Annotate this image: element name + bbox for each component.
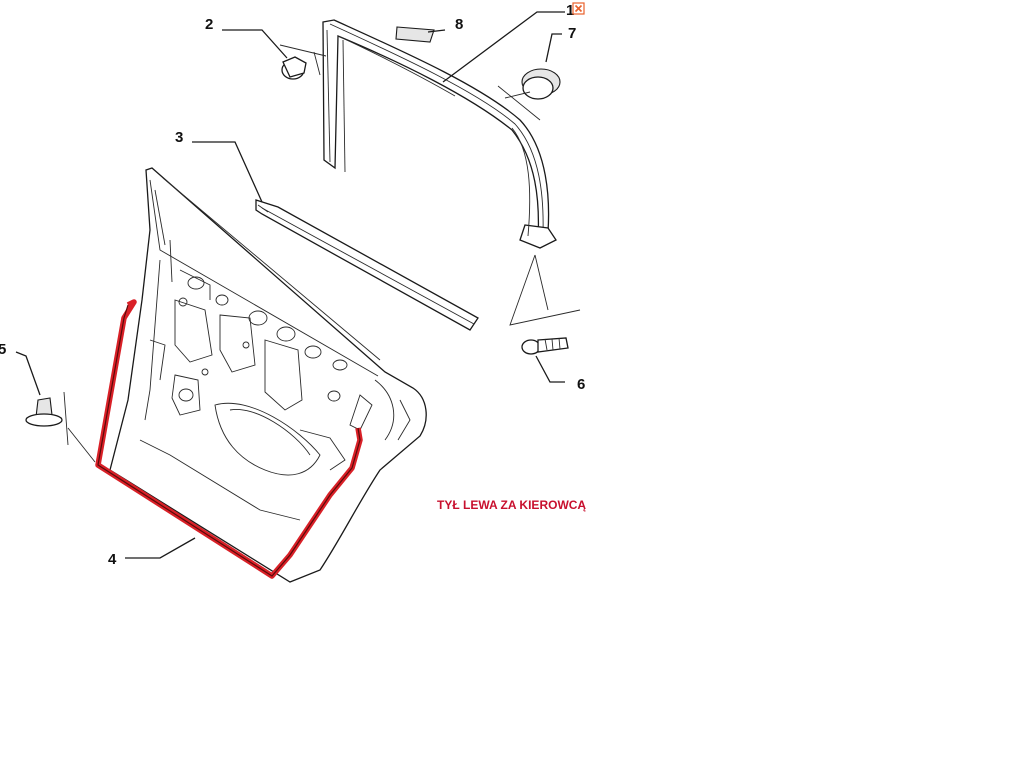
callout-7: 7 <box>568 25 576 42</box>
close-icon[interactable] <box>572 2 585 15</box>
callout-8: 8 <box>455 16 463 33</box>
callout-6: 6 <box>577 376 585 393</box>
callout-2: 2 <box>205 16 213 33</box>
diagram-caption: TYŁ LEWA ZA KIEROWCĄ <box>437 498 586 512</box>
part-2-clip <box>279 44 327 80</box>
part-1-window-frame-seal <box>322 19 557 249</box>
callout-4: 4 <box>108 551 117 568</box>
leader-lines <box>15 11 565 559</box>
callout-1: 1 <box>566 2 574 19</box>
part-8-label-plate <box>395 26 435 43</box>
part-3-belt-strip <box>255 199 479 331</box>
part-6-screw <box>509 254 581 355</box>
part-4-door-seal-highlight <box>95 299 363 579</box>
callout-5: 5 <box>0 341 6 358</box>
callout-labels: 1 2 3 4 5 6 7 8 <box>0 2 585 568</box>
door-shell <box>109 167 427 583</box>
part-5-push-clip <box>25 391 96 463</box>
part-7-grommet <box>497 68 561 121</box>
callout-3: 3 <box>175 129 183 146</box>
